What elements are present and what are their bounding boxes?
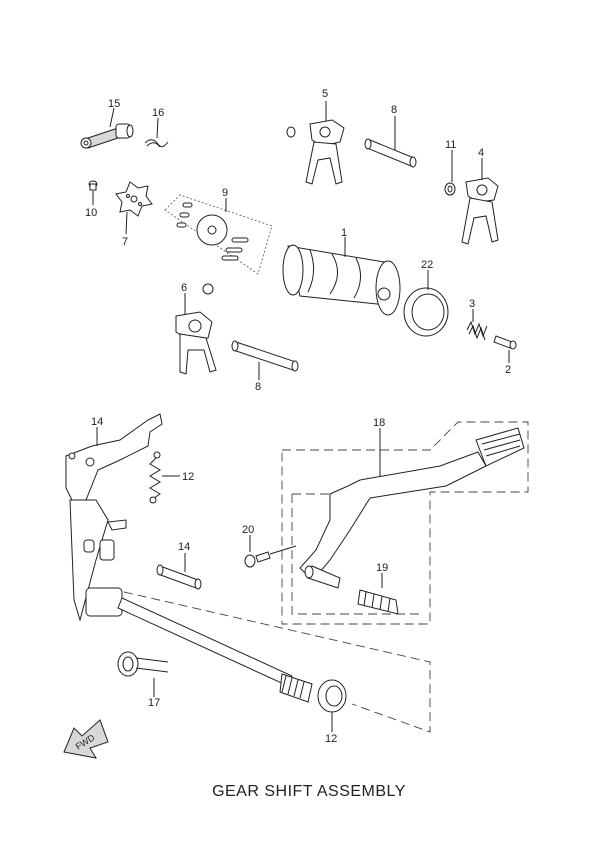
- part-17-shift-arm: [80, 123, 134, 149]
- part-9-pin-segment: [164, 194, 273, 275]
- callout-16: 17: [148, 697, 160, 709]
- callout-17: 15: [108, 98, 120, 110]
- callout-9: 9: [222, 187, 228, 199]
- part-1-shift-drum: [282, 244, 401, 316]
- callout-11: 11: [445, 139, 456, 151]
- fwd-arrow-icon: FWD: [63, 719, 109, 759]
- assembly-outline: [123, 421, 529, 733]
- part-10-pin: [88, 180, 98, 191]
- part-12-seal: [317, 679, 347, 713]
- part-2-plunger: [493, 335, 517, 350]
- part-21-bolt: [244, 545, 297, 568]
- part-6-shift-fork: [175, 283, 217, 375]
- callout-20: 19: [376, 562, 388, 574]
- part-19-pedal: [299, 427, 525, 589]
- part-13-spring: [149, 451, 161, 504]
- callout-14: 14: [178, 541, 190, 553]
- part-14-pin: [156, 564, 202, 590]
- part-15-bracket: [65, 413, 163, 622]
- part-8-shaft-lower: [231, 340, 299, 372]
- callout-22: 22: [421, 259, 433, 271]
- callout-8-upper: 8: [391, 104, 397, 116]
- callout-10: 10: [85, 207, 97, 219]
- part-16-circlip: [117, 651, 169, 677]
- part-8-shaft-upper: [364, 138, 417, 168]
- callout-4: 4: [478, 147, 484, 159]
- callout-13: 12: [182, 471, 194, 483]
- part-4-shift-fork: [461, 177, 499, 245]
- callout-21: 20: [242, 524, 254, 536]
- callout-5: 5: [322, 88, 328, 100]
- part-11-collar: [444, 182, 456, 196]
- part-5-shift-fork: [286, 119, 345, 185]
- callout-15: 14: [91, 416, 103, 428]
- callout-3: 3: [469, 298, 475, 310]
- part-22-bearing: [403, 287, 449, 337]
- callout-8-lower: 8: [255, 381, 261, 393]
- part-18-clip: [144, 139, 169, 148]
- diagram-title: GEAR SHIFT ASSEMBLY: [212, 783, 406, 800]
- callout-6: 6: [181, 282, 187, 294]
- part-20-rubber: [357, 589, 399, 615]
- callout-19: 18: [373, 417, 385, 429]
- callout-1: 1: [341, 227, 347, 239]
- part-3-spring: [466, 320, 488, 341]
- part-7-star-segment: [115, 181, 153, 217]
- callout-7: 7: [122, 236, 128, 248]
- callout-2: 2: [505, 364, 511, 376]
- callout-18: 16: [152, 107, 164, 119]
- callout-labels: 15 16 5 8 11 4 10 9 7 1 22 6 3 2 8 14 18…: [85, 88, 511, 745]
- shift-shaft: [85, 587, 313, 703]
- callout-12: 12: [325, 733, 337, 745]
